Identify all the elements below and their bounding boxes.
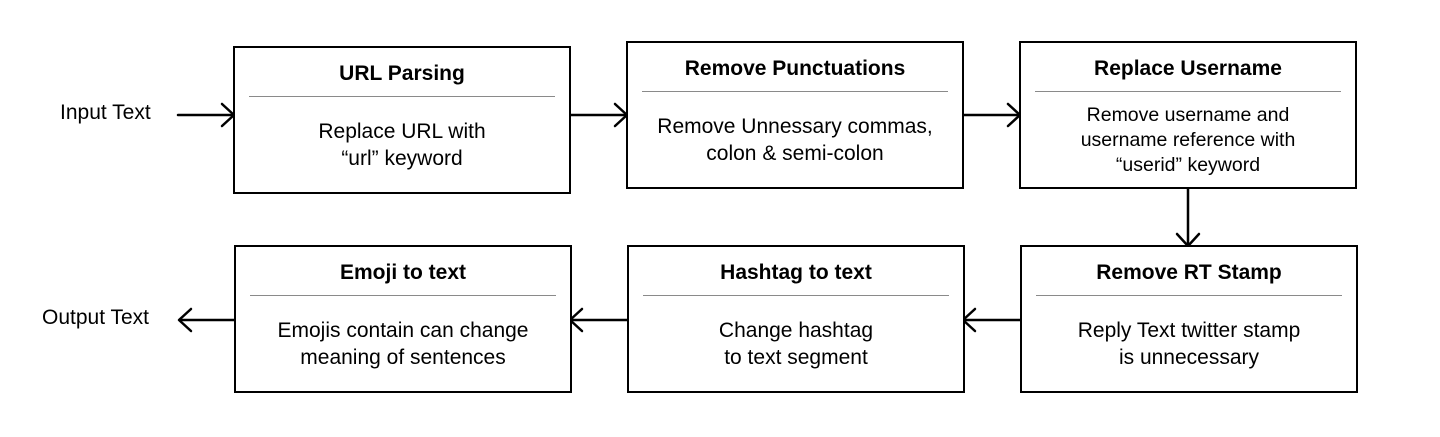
output-text-label: Output Text [42, 306, 150, 329]
step-description-line: Reply Text twitter stamp [1077, 319, 1301, 342]
step-divider [643, 295, 949, 296]
step-description-line: to text segment [724, 346, 868, 369]
arrow-remove-punctuations-to-replace-username [961, 102, 1022, 128]
step-divider [1035, 91, 1341, 92]
step-description-line: “url” keyword [341, 147, 463, 170]
arrow-input-to-url-parsing [176, 102, 236, 128]
step-divider [642, 91, 948, 92]
step-description-line: Replace URL with [318, 120, 486, 143]
step-description: Reply Text twitter stamp is unnecessary [1026, 317, 1352, 371]
step-description-line: colon & semi-colon [706, 142, 884, 165]
step-description: Change hashtag to text segment [633, 317, 959, 371]
step-description: Remove Unnessary commas, colon & semi-co… [632, 113, 958, 167]
step-title: Hashtag to text [720, 261, 872, 284]
step-description-line: meaning of sentences [300, 346, 506, 369]
step-hashtag-to-text: Hashtag to text Change hashtag to text s… [627, 245, 965, 393]
step-description-line: “userid” keyword [1115, 154, 1261, 176]
arrow-hashtag-to-emoji [568, 307, 629, 333]
step-title: URL Parsing [339, 62, 465, 85]
step-divider [250, 295, 556, 296]
step-description-line: is unnecessary [1118, 346, 1260, 369]
step-description-line: Emojis contain can change [277, 319, 529, 342]
step-title: Emoji to text [339, 261, 466, 284]
step-description-line: Remove username and [1086, 104, 1290, 126]
step-description: Remove username and username reference w… [1025, 103, 1351, 178]
step-replace-username: Replace Username Remove username and use… [1019, 41, 1357, 189]
step-title: Remove Punctuations [684, 57, 906, 80]
step-title: Replace Username [1094, 57, 1282, 80]
arrow-remove-rt-stamp-to-hashtag [961, 307, 1022, 333]
step-description: Emojis contain can change meaning of sen… [240, 317, 566, 371]
step-description: Replace URL with “url” keyword [239, 118, 565, 172]
input-text-label: Input Text [60, 101, 151, 124]
step-title: Remove RT Stamp [1096, 261, 1282, 284]
step-divider [1036, 295, 1342, 296]
arrow-url-parsing-to-remove-punctuations [568, 102, 629, 128]
step-description-line: username reference with [1080, 129, 1296, 151]
step-description-line: Remove Unnessary commas, [657, 115, 933, 138]
step-remove-rt-stamp: Remove RT Stamp Reply Text twitter stamp… [1020, 245, 1358, 393]
step-remove-punctuations: Remove Punctuations Remove Unnessary com… [626, 41, 964, 189]
step-url-parsing: URL Parsing Replace URL with “url” keywo… [233, 46, 571, 194]
step-description-line: Change hashtag [718, 319, 874, 342]
step-emoji-to-text: Emoji to text Emojis contain can change … [234, 245, 572, 393]
arrow-emoji-to-output [177, 307, 236, 333]
arrow-replace-username-to-remove-rt-stamp [1175, 187, 1201, 248]
step-divider [249, 96, 555, 97]
